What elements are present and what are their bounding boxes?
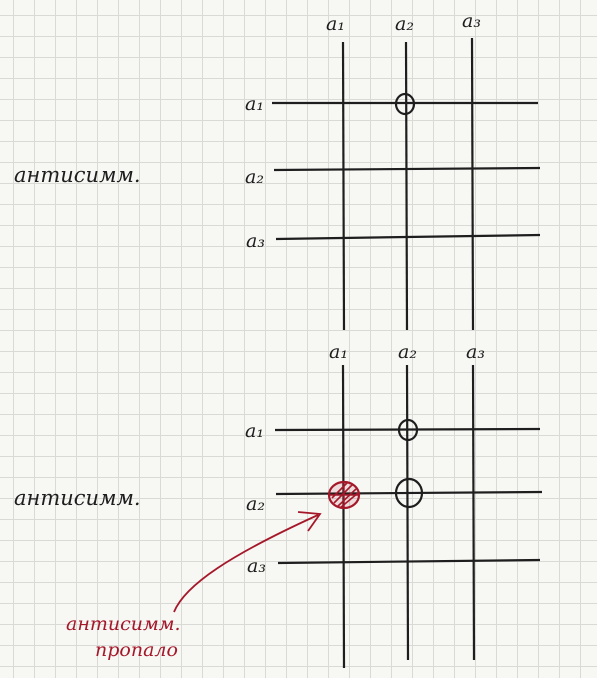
diagram-1-side-label: антисимм. [14,163,141,187]
diagram-2-row-line-a1 [274,427,541,432]
diagram-2-row-label-a1: a₁ [245,420,264,442]
diagram-1-column-line-a1 [341,41,346,331]
diagram-1: антисимм. a₁ a₂ a₃ a₁ a₂ a₃ [14,10,541,331]
annotation: антисимм. пропало [66,511,322,661]
diagram-2-col-label-a2: a₂ [398,341,417,363]
diagram-2-row-label-a2: a₂ [246,493,265,515]
diagram-1-mark-a1-a2 [394,92,416,116]
diagram-2-mark-a1-a2 [397,418,419,442]
diagram-2-column-line-a3 [471,364,476,661]
annotation-arrow [173,514,319,613]
annotation-line-1: антисимм. [66,613,181,635]
diagram-2-row-line-a2 [275,490,543,496]
diagram-1-row-label-a1: a₁ [245,93,264,115]
diagram-1-col-label-a2: a₂ [395,13,414,35]
diagram-2-col-label-a3: a₃ [466,341,485,363]
diagram-2-row-label-a3: a₃ [247,555,266,577]
annotation-line-2: пропало [95,639,178,661]
diagram-2-column-line-a1 [341,364,346,669]
diagram-1-column-line-a2 [404,41,409,331]
diagram-2-column-line-a2 [405,364,410,661]
diagram-1-col-label-a3: a₃ [462,10,481,32]
diagram-2-col-label-a1: a₁ [329,341,348,363]
annotation-arrowhead [297,511,322,532]
diagram-1-row-label-a2: a₂ [245,166,264,188]
diagram-1-row-line-a3 [275,233,541,241]
diagram-1-col-label-a1: a₁ [326,13,345,35]
diagram-2-crossed-mark-a2-a1 [327,480,361,510]
diagram-2-mark-a2-a2 [394,477,424,509]
diagram-1-column-line-a3 [470,37,475,331]
diagram-2-side-label: антисимм. [14,486,141,510]
diagram-2: антисимм. a₁ a₂ a₃ a₁ a₂ a₃ [14,341,543,669]
diagram-1-row-label-a3: a₃ [246,230,265,252]
diagram-1-row-line-a2 [273,166,541,172]
diagram-2-row-line-a3 [277,558,541,565]
